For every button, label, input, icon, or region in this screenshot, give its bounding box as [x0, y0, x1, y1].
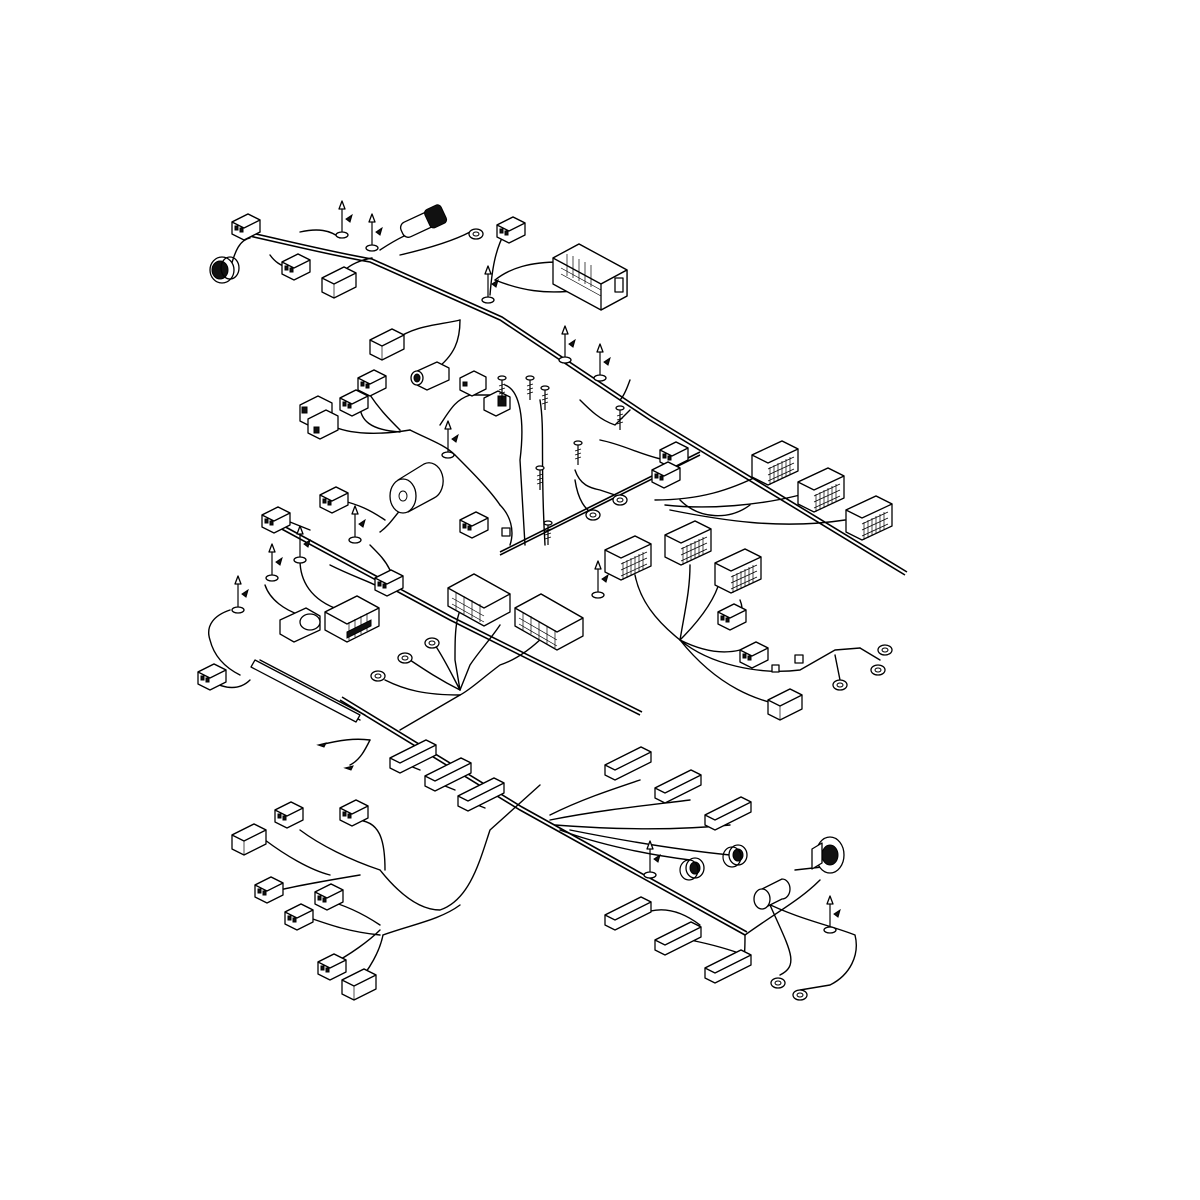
ecu-module [552, 243, 628, 311]
ring-terminal-r-3 [832, 679, 848, 691]
connector-round-lr [811, 836, 845, 874]
ring-terminal-lm-1 [370, 670, 386, 682]
connector-ll-6 [284, 903, 314, 931]
stud-bolt [525, 375, 535, 401]
connector-lr-5 [654, 921, 702, 956]
connector-ll-7 [317, 953, 347, 981]
connector-group-lower-right [604, 746, 845, 1001]
clip-r [794, 654, 804, 664]
ring-terminal-r-2 [870, 664, 886, 676]
stud-bolt [540, 385, 550, 411]
stud-bolt [573, 440, 583, 466]
connector-um-7 [299, 395, 339, 440]
grommet-lower-1 [679, 857, 705, 881]
harness-trunks [244, 231, 908, 936]
connector-r-3 [717, 603, 747, 631]
grommets [209, 256, 748, 881]
grommet-left-top [209, 256, 240, 284]
relay-3 [845, 495, 893, 541]
branch-wires [208, 224, 881, 991]
cable-tie [823, 895, 841, 934]
cable-tie [558, 325, 576, 364]
clip-r-2 [771, 664, 780, 673]
inline-capacitor [753, 878, 791, 910]
ring-terminal-lm-2 [397, 652, 413, 664]
connector-sealed-lm [279, 607, 321, 643]
fuse-block-1 [447, 573, 511, 627]
connector-ll-3 [231, 823, 267, 856]
connector-um-5 [459, 370, 487, 397]
relay-6 [714, 548, 762, 594]
relay-1 [751, 440, 799, 486]
connector-um-1 [369, 328, 405, 361]
connector-ll-8 [341, 968, 377, 1001]
ring-terminal-lr-2 [792, 989, 808, 1001]
connector-um-2 [410, 361, 450, 391]
connector-top-5 [496, 216, 526, 244]
cable-tie [335, 200, 353, 239]
ring-terminal-r-1 [877, 644, 893, 656]
connector-top-4 [399, 204, 448, 238]
connector-r-2 [651, 461, 681, 489]
cable-tie [265, 543, 283, 582]
connector-block-lm [324, 595, 380, 643]
connector-lr-6 [704, 949, 752, 984]
connector-group-right [585, 441, 893, 721]
connector-ll-4 [254, 876, 284, 904]
connector-ll-1 [274, 801, 304, 829]
connector-um-4 [339, 389, 369, 417]
fuse-block-2 [514, 593, 584, 651]
cable-tie [481, 265, 499, 304]
connector-group-upper-mid [299, 328, 511, 440]
cable-tie [293, 525, 311, 564]
cable-tie [643, 840, 661, 879]
cable-tie [231, 575, 249, 614]
sensor-cylinder [389, 462, 444, 514]
cable-tie [441, 420, 459, 459]
connector-lm-5 [459, 511, 489, 539]
connector-group-lower-left [231, 739, 505, 1001]
connector-top-1 [231, 213, 261, 241]
connector-lm-1 [261, 506, 291, 534]
connector-ll-5 [314, 883, 344, 911]
ring-terminal-r-5 [585, 509, 601, 521]
relay-block-right [604, 440, 893, 594]
connector-lr-4 [604, 896, 652, 931]
stud-bolt [615, 405, 625, 431]
ring-terminal-lr-1 [770, 977, 786, 989]
cable-tie [593, 343, 611, 382]
connector-top-3 [321, 266, 357, 299]
wire-lead-2 [343, 765, 354, 771]
connector-um-6 [483, 390, 511, 417]
connector-um-3 [357, 369, 387, 397]
clip-lm [501, 527, 511, 537]
connector-top-2 [281, 253, 311, 281]
connector-r-5 [767, 688, 803, 721]
connector-lr-1 [604, 746, 652, 781]
grommet-lower-2 [722, 844, 748, 868]
relay-4 [604, 535, 652, 581]
connector-ll-2 [339, 799, 369, 827]
cable-tie [365, 213, 383, 252]
protective-sleeve [250, 659, 361, 723]
relay-2 [797, 467, 845, 513]
connector-r-4 [739, 641, 769, 669]
connector-group-top [231, 204, 628, 311]
ring-terminal-lm-3 [424, 637, 440, 649]
fuse-strip-2 [424, 757, 472, 792]
connector-lr-2 [654, 769, 702, 804]
ring-terminal-top [468, 228, 484, 240]
wire-lead-1 [316, 742, 327, 748]
cable-tie [348, 505, 366, 544]
connector-group-left-mid [197, 462, 584, 723]
connector-lm-2 [319, 486, 349, 514]
ring-terminal-r-4 [612, 494, 628, 506]
relay-5 [664, 520, 712, 566]
